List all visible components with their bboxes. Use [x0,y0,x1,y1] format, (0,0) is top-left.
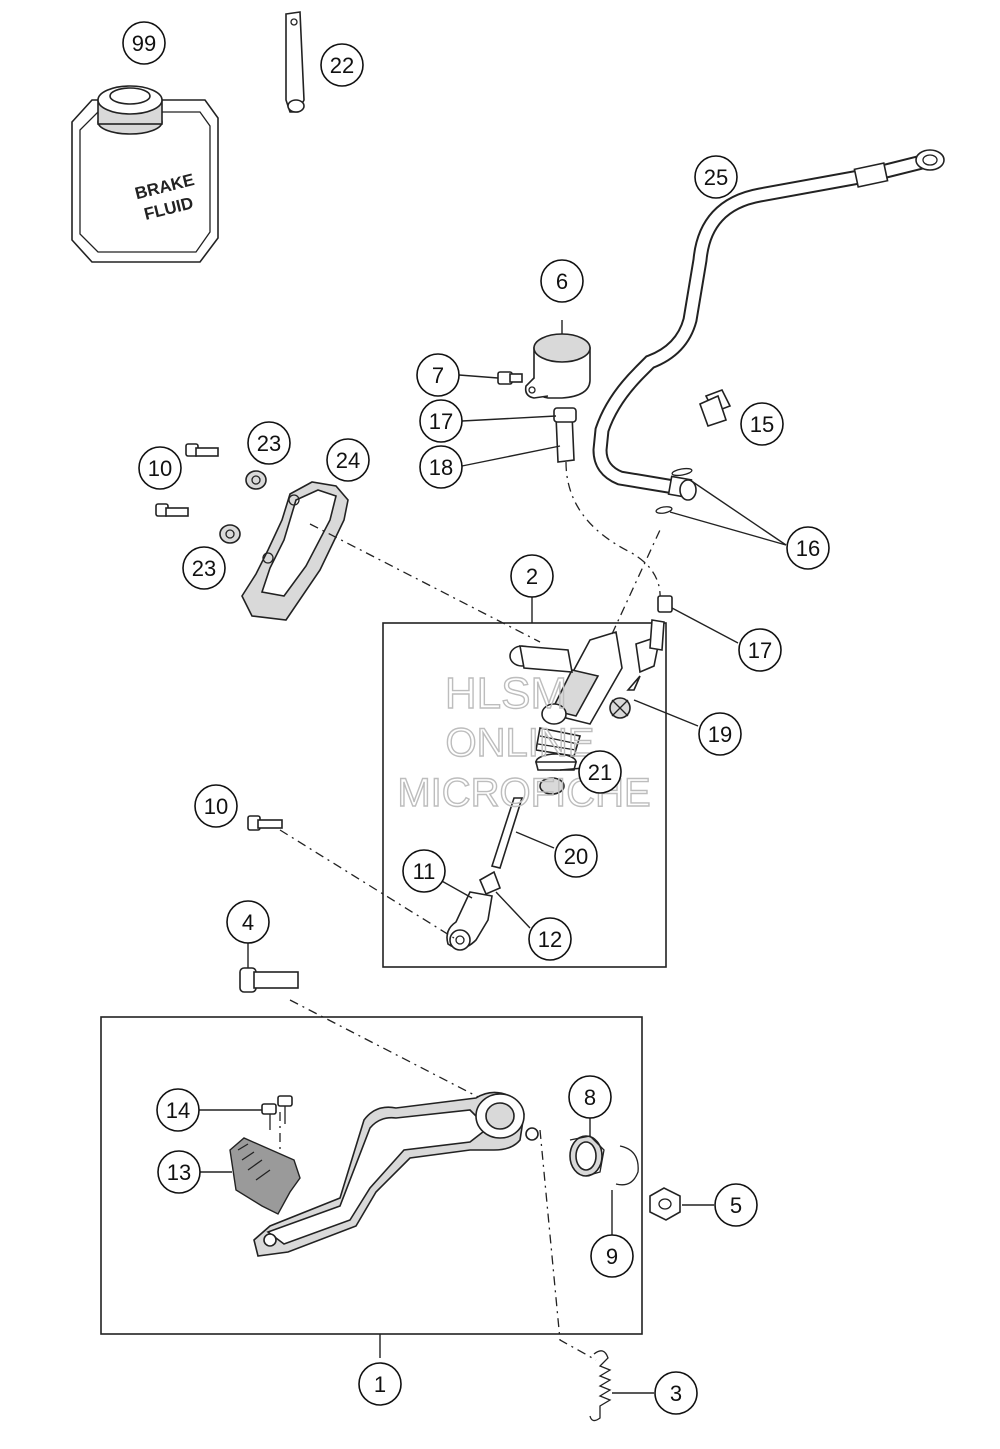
step-plate-screws [261,1095,293,1130]
watermark: HLSM ONLINE MICROFICHE [397,668,652,815]
callouts: 99 22 25 6 7 17 18 15 10 23 24 23 16 2 1… [122,21,830,1415]
svg-text:17: 17 [429,409,453,434]
svg-text:22: 22 [330,53,354,78]
svg-text:13: 13 [167,1160,191,1185]
clevis-fork [446,891,493,951]
callout-18: 18 [419,445,463,489]
push-rod [478,797,524,896]
reservoir-hose [553,407,661,601]
svg-text:99: 99 [132,31,156,56]
clevis-bolt [247,815,283,831]
callout-17-upper: 17 [419,399,463,443]
callout-24: 24 [326,438,370,482]
svg-text:7: 7 [432,363,444,388]
callout-1: 1 [358,1362,402,1406]
svg-text:12: 12 [538,927,562,952]
callout-6: 6 [540,259,584,303]
callout-12: 12 [528,917,572,961]
svg-text:3: 3 [670,1381,682,1406]
brake-pedal [253,1091,539,1257]
callout-11: 11 [402,849,446,893]
svg-text:16: 16 [796,536,820,561]
svg-text:10: 10 [204,794,228,819]
svg-text:23: 23 [257,431,281,456]
guard-screws [155,443,219,517]
callout-99: 99 [122,21,166,65]
callout-21: 21 [578,750,622,794]
callout-9: 9 [590,1234,634,1278]
svg-text:11: 11 [413,859,436,884]
callout-25: 25 [694,155,738,199]
banjo-bolt [698,388,732,428]
callout-22: 22 [320,43,364,87]
callout-14: 14 [156,1088,200,1132]
callout-10-upper: 10 [138,446,182,490]
callout-5: 5 [714,1183,758,1227]
leader-lines [199,320,787,1394]
svg-text:24: 24 [336,448,360,473]
brake-fluid-reservoir [524,333,591,399]
callout-3: 3 [654,1371,698,1415]
svg-text:6: 6 [556,269,568,294]
callout-4: 4 [226,900,270,944]
svg-text:5: 5 [730,1193,742,1218]
pivot-bearing [569,1135,605,1177]
sealing-rings [655,467,693,514]
pivot-bolt [239,967,299,993]
return-spring [589,1350,612,1422]
svg-text:20: 20 [564,844,588,869]
callout-19: 19 [698,712,742,756]
svg-text:8: 8 [584,1085,596,1110]
svg-text:25: 25 [704,165,728,190]
svg-text:15: 15 [750,412,774,437]
svg-text:1: 1 [374,1372,386,1397]
callout-13: 13 [157,1150,201,1194]
callout-8: 8 [568,1075,612,1119]
callout-23-lower: 23 [182,546,226,590]
svg-text:19: 19 [708,722,732,747]
callout-16: 16 [786,526,830,570]
rubber-washers [219,470,267,544]
pivot-nut [649,1187,681,1221]
callout-10-lower: 10 [194,784,238,828]
master-cylinder [509,630,623,795]
watermark-line2: ONLINE [446,721,595,765]
svg-text:14: 14 [166,1098,190,1123]
callout-17-lower: 17 [738,628,782,672]
callout-20: 20 [554,834,598,878]
hose-elbow-fitting [609,595,673,719]
svg-text:18: 18 [429,455,453,480]
master-cylinder-guard [241,481,349,621]
circlip [615,1145,639,1186]
svg-text:23: 23 [192,556,216,581]
brake-hose [592,149,945,501]
svg-text:17: 17 [748,638,772,663]
reservoir-screw [497,371,523,385]
callout-23-upper: 23 [247,421,291,465]
pedal-step-plate [229,1137,301,1215]
svg-text:10: 10 [148,456,172,481]
brake-pedal-assembly-box [100,1016,643,1335]
master-cylinder-assembly-box [382,622,667,968]
svg-text:4: 4 [242,910,254,935]
callout-7: 7 [416,353,460,397]
svg-text:9: 9 [606,1244,618,1269]
callout-2: 2 [510,554,554,598]
split-pin [285,11,305,113]
callout-15: 15 [740,402,784,446]
svg-text:2: 2 [526,564,538,589]
brake-fluid-bottle: BRAKE FLUID [71,85,219,263]
svg-text:21: 21 [588,760,612,785]
watermark-line1: HLSM [445,669,567,718]
